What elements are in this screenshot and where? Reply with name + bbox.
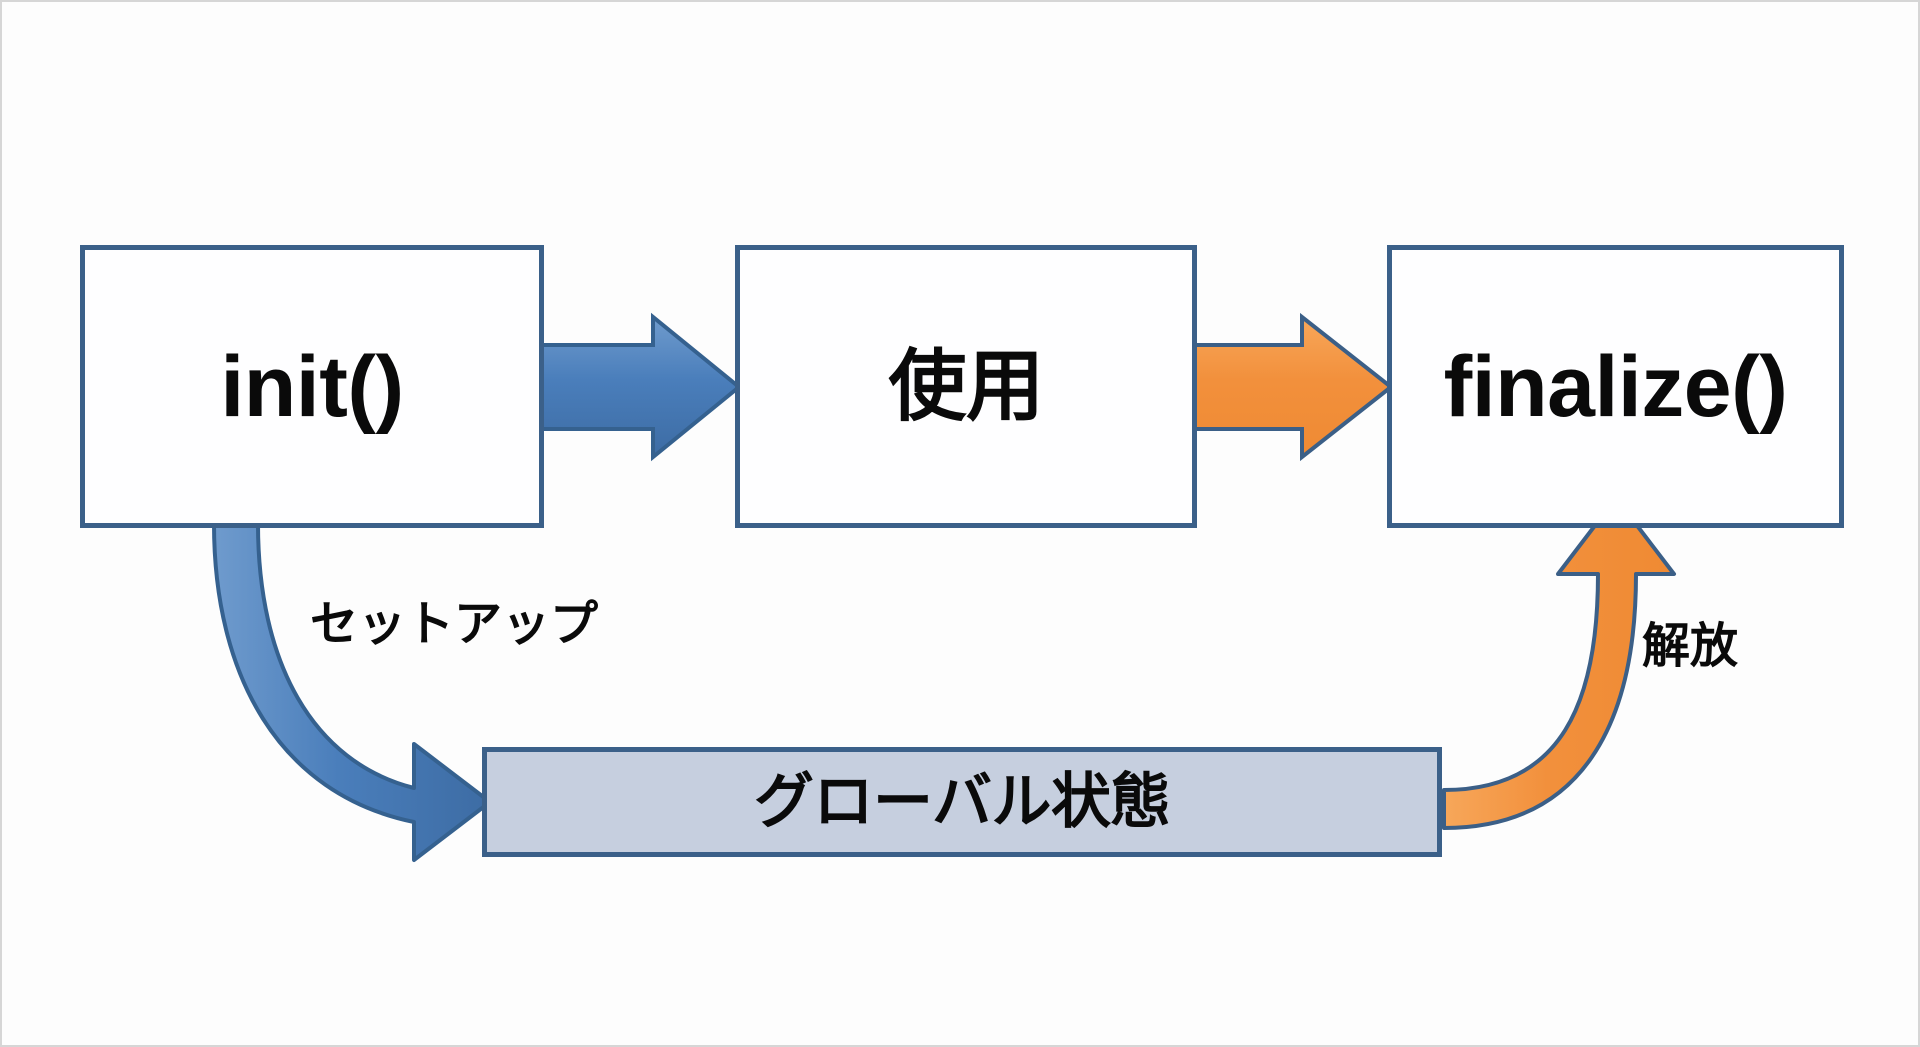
edge-label-release: 解放 [1642, 618, 1739, 674]
arrow-global-to-final [1442, 496, 1676, 830]
node-finalize[interactable]: finalize() [1387, 245, 1844, 528]
node-global-state[interactable]: グローバル状態 [482, 747, 1442, 857]
node-init[interactable]: init() [80, 245, 544, 528]
arrow-init-to-global [212, 522, 492, 862]
node-global-state-label: グローバル状態 [754, 767, 1170, 837]
edge-label-setup: セットアップ [310, 596, 599, 652]
arrow-init-to-use [538, 312, 743, 462]
node-finalize-label: finalize() [1443, 338, 1788, 435]
node-use-label: 使用 [888, 341, 1044, 432]
arrow-use-to-final [1191, 312, 1395, 462]
node-init-label: init() [220, 338, 404, 435]
node-use[interactable]: 使用 [735, 245, 1197, 528]
